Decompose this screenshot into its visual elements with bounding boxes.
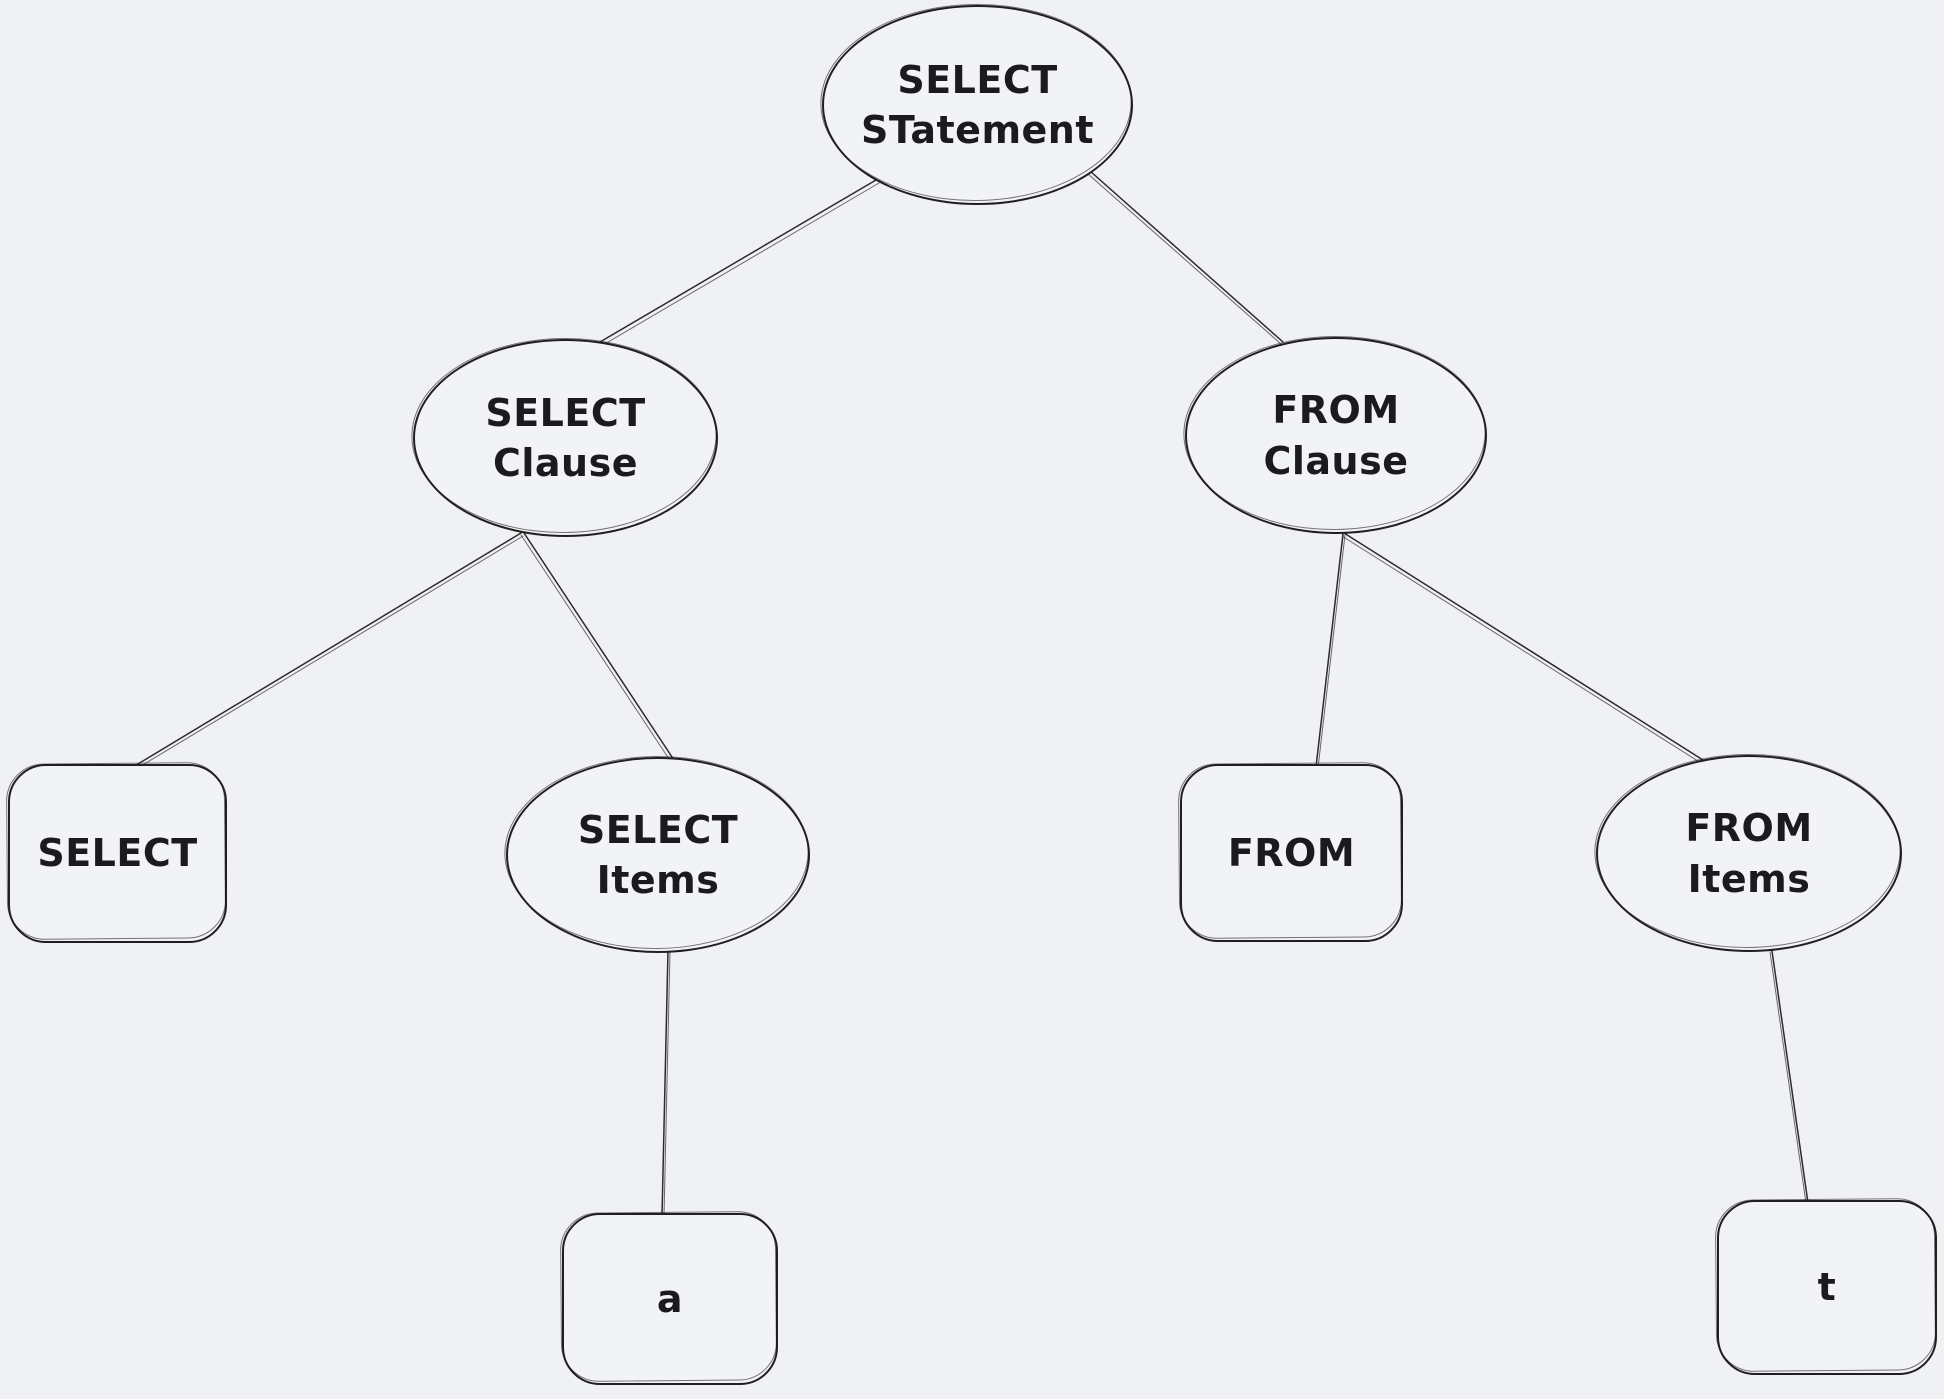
node-item-a-label: a [657,1274,683,1324]
edge-select-clause-to-select-keyword[interactable] [132,532,524,770]
edge-from-clause-to-from-keyword[interactable] [1315,533,1346,769]
label-line: SELECT [577,807,739,852]
node-select-clause-label: SELECT Clause [485,388,645,488]
node-item-t-label: t [1818,1262,1837,1312]
label-line: SELECT [897,57,1058,102]
edge-from-items-to-item-t[interactable] [1769,950,1809,1204]
label-line: SELECT [37,831,198,876]
node-item-t[interactable]: t [1717,1200,1937,1375]
edge-from-clause-to-from-items[interactable] [1341,532,1704,764]
edge-select-statement-to-from-clause[interactable] [1087,170,1284,345]
node-from-items[interactable]: FROM Items [1596,755,1902,952]
label-line: Items [596,858,720,902]
label-line: FROM [1227,830,1356,875]
label-line: FROM [1272,388,1400,433]
edge-select-items-to-item-a[interactable] [661,949,671,1217]
node-select-clause[interactable]: SELECT Clause [413,339,718,537]
label-line: FROM [1685,806,1813,851]
label-line: Items [1687,856,1811,901]
node-select-items-label: SELECT Items [578,805,738,905]
node-from-keyword[interactable]: FROM [1180,764,1403,942]
label-line: Clause [1263,438,1409,483]
label-line: t [1817,1265,1837,1310]
node-select-statement-label: SELECT STatement [861,55,1094,155]
edge-select-statement-to-select-clause[interactable] [599,179,880,346]
label-line: STatement [860,108,1095,152]
node-select-items[interactable]: SELECT Items [506,757,810,953]
node-from-items-label: FROM Items [1685,803,1812,903]
node-from-clause-label: FROM Clause [1264,385,1409,485]
node-from-clause[interactable]: FROM Clause [1185,337,1487,534]
label-line: Clause [493,441,638,485]
node-item-a[interactable]: a [562,1213,778,1385]
node-select-keyword-label: SELECT [37,828,197,878]
node-select-keyword[interactable]: SELECT [8,764,227,943]
label-line: a [656,1276,684,1321]
node-from-keyword-label: FROM [1228,828,1355,878]
label-line: SELECT [485,390,646,435]
node-select-statement[interactable]: SELECT STatement [822,5,1133,205]
edge-select-clause-to-select-items[interactable] [520,532,675,763]
